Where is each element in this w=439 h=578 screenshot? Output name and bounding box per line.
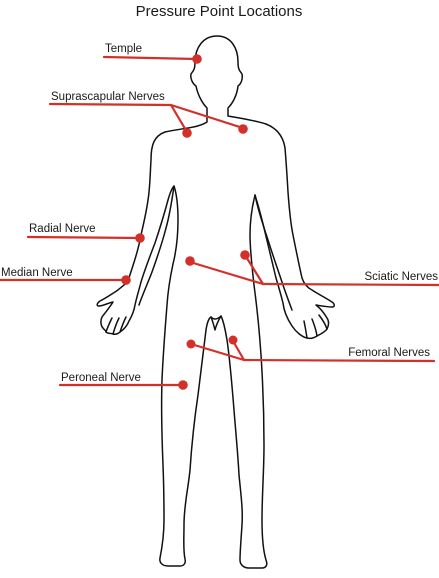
sciatic-branch-right (243, 253, 265, 286)
left-hand-fingers (105, 316, 127, 335)
head-outline (96, 35, 335, 569)
crotch-line (210, 315, 222, 331)
median-point (121, 275, 131, 285)
pressure-point-labels: Temple Suprascapular Nerves Radial Nerve… (1, 43, 438, 384)
right-inner-arm-line (254, 194, 293, 311)
radial-point (135, 233, 145, 243)
temple-point (192, 54, 202, 64)
left-inner-arm-line (138, 185, 175, 306)
label-sciatic: Sciatic Nerves (365, 271, 439, 283)
sciatic-branch-left (188, 260, 265, 286)
femoral-branch-left (189, 342, 246, 362)
temple-leader-line (102, 55, 199, 61)
femoral-point-right (228, 335, 238, 345)
label-temple: Temple (105, 43, 142, 55)
suprascapular-branch-left (169, 103, 189, 134)
pressure-points (0, 54, 439, 390)
femoral-branch-right (231, 339, 246, 362)
diagram-title: Pressure Point Locations (136, 3, 303, 20)
suprascapular-point-left (182, 128, 192, 138)
femoral-leader-line (242, 358, 436, 363)
sciatic-point-right (240, 250, 250, 260)
label-suprascapular: Suprascapular Nerves (51, 91, 165, 103)
suprascapular-point-right (238, 124, 248, 134)
label-median: Median Nerve (1, 267, 73, 279)
femoral-point-left (186, 339, 196, 349)
radial-leader-line (26, 235, 142, 240)
suprascapular-branch-right (169, 103, 245, 130)
peroneal-point (178, 380, 188, 390)
sciatic-leader-line (261, 282, 439, 287)
sciatic-point-left (185, 256, 195, 266)
label-radial: Radial Nerve (29, 223, 95, 235)
suprascapular-leader-line (48, 102, 173, 107)
human-body-outline (96, 35, 335, 569)
label-femoral: Femoral Nerves (348, 347, 430, 359)
right-hand-fingers (303, 314, 328, 339)
label-peroneal: Peroneal Nerve (61, 372, 141, 384)
